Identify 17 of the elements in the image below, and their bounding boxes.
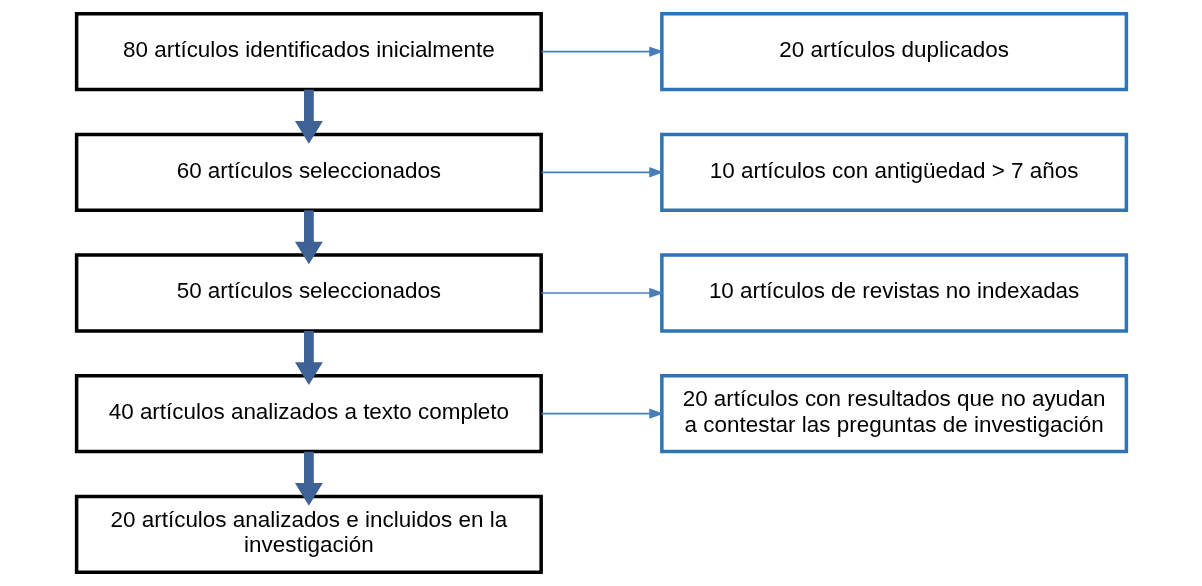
node-box: 20 artículos duplicados <box>659 11 1128 92</box>
arrow <box>540 408 664 419</box>
arrow <box>294 89 323 144</box>
arrow <box>294 331 323 386</box>
node-box: 20 artículos analizados e incluidos en la investigación <box>74 494 543 575</box>
node-box: 60 artículos seleccionados <box>74 132 543 212</box>
node-box: 40 artículos analizados a texto completo <box>74 374 543 454</box>
node-box: 20 artículos con resultados que no ayudan a contestar las preguntas de investigación <box>659 374 1128 454</box>
node-box: 50 artículos seleccionados <box>74 253 543 333</box>
arrow <box>294 451 323 506</box>
arrow <box>540 287 664 299</box>
arrow <box>540 167 664 178</box>
node-box: 10 artículos con antigüedad > 7 años <box>659 132 1128 212</box>
arrow <box>294 210 323 265</box>
node-box: 80 artículos identificados inicialmente <box>74 11 543 92</box>
node-box: 10 artículos de revistas no indexadas <box>659 253 1128 333</box>
arrow <box>540 46 664 57</box>
